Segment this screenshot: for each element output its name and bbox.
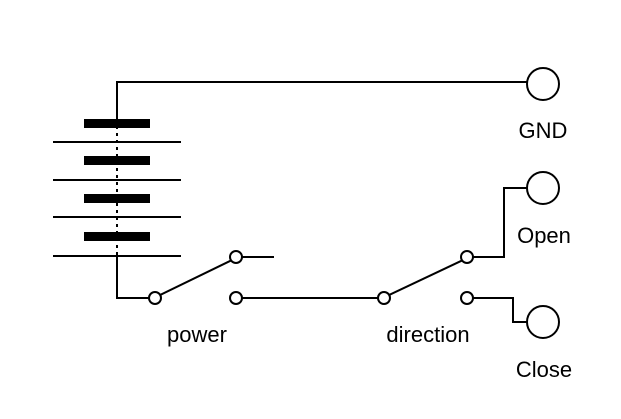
direction-switch-label: direction <box>386 322 469 347</box>
battery-plate-negative-2 <box>84 156 150 165</box>
power-switch-lower-contact <box>229 291 243 305</box>
power-switch-pivot-contact <box>148 291 162 305</box>
wire-direction-to-open <box>472 187 528 258</box>
battery <box>53 105 181 266</box>
wire-direction-to-close <box>472 297 528 323</box>
wire-battery-to-power-switch <box>116 255 149 299</box>
power-switch-blade <box>158 259 232 297</box>
close-terminal <box>526 305 560 339</box>
battery-plate-negative-1 <box>84 119 150 128</box>
direction-switch-pivot-contact <box>377 291 391 305</box>
close-label: Close <box>516 357 572 382</box>
open-terminal <box>526 171 560 205</box>
direction-switch-close-contact <box>460 291 474 305</box>
direction-switch-blade <box>387 259 463 297</box>
direction-switch <box>377 250 474 305</box>
gnd-label: GND <box>519 118 568 143</box>
power-switch <box>148 250 274 305</box>
direction-switch-open-contact <box>460 250 474 264</box>
battery-plate-negative-4 <box>84 232 150 241</box>
open-label: Open <box>517 223 571 248</box>
power-switch-upper-contact <box>229 250 243 264</box>
gnd-terminal <box>526 67 560 101</box>
battery-plate-negative-3 <box>84 194 150 203</box>
wire-battery-to-gnd <box>116 81 528 120</box>
power-switch-label: power <box>167 322 227 347</box>
